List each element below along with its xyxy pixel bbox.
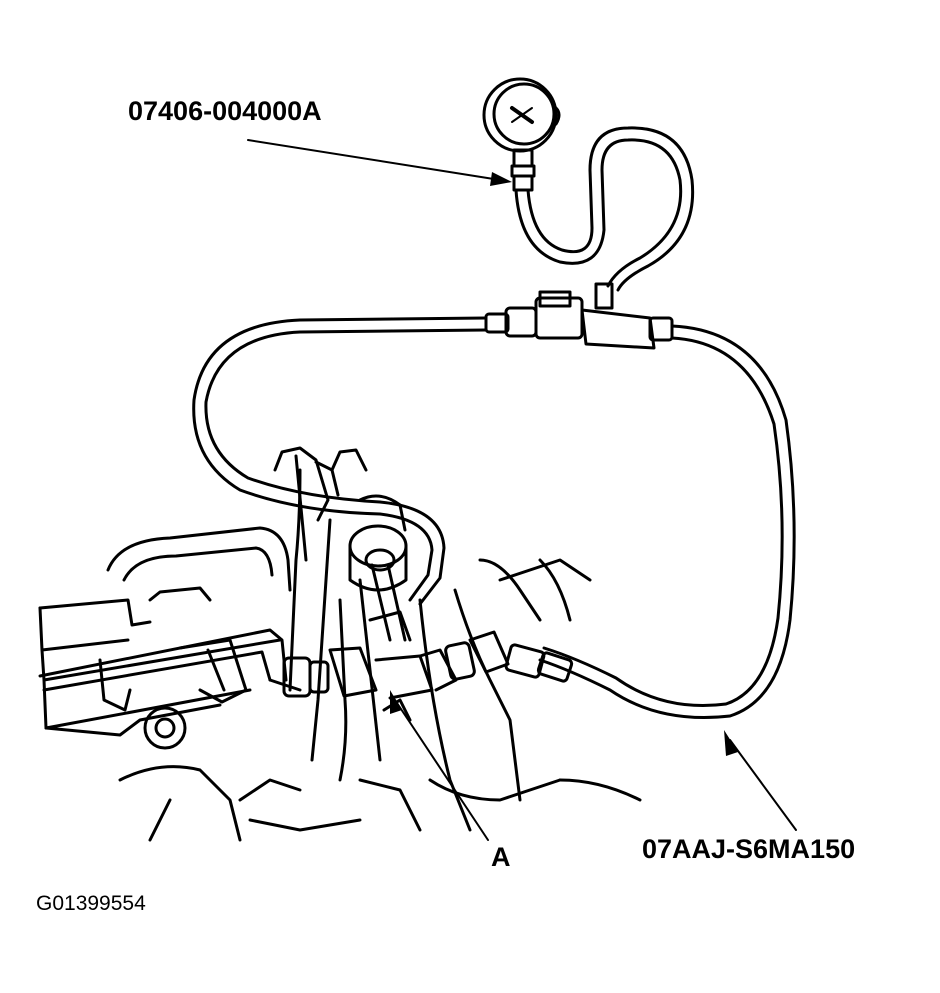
- gauge-tool-label: 07406-004000A: [128, 96, 322, 126]
- pressure-gauge: [482, 77, 561, 192]
- hose-tool-label: 07AAJ-S6MA150: [642, 834, 856, 864]
- connection-a: [328, 610, 510, 722]
- leader-hose: [729, 739, 797, 831]
- callout-leaders: [247, 139, 797, 841]
- leader-a: [394, 699, 489, 841]
- callout-arrowheads: [390, 172, 738, 756]
- fuel-rail: [38, 628, 330, 698]
- long-hose-right: [504, 324, 796, 719]
- leader-gauge: [247, 139, 501, 181]
- connection-a-label: A: [491, 842, 511, 872]
- engine-background: [38, 446, 642, 842]
- figure-id: G01399554: [36, 892, 146, 915]
- gauge-hose: [514, 126, 695, 292]
- t-fitting: [484, 282, 674, 350]
- long-hose-left: [192, 316, 488, 606]
